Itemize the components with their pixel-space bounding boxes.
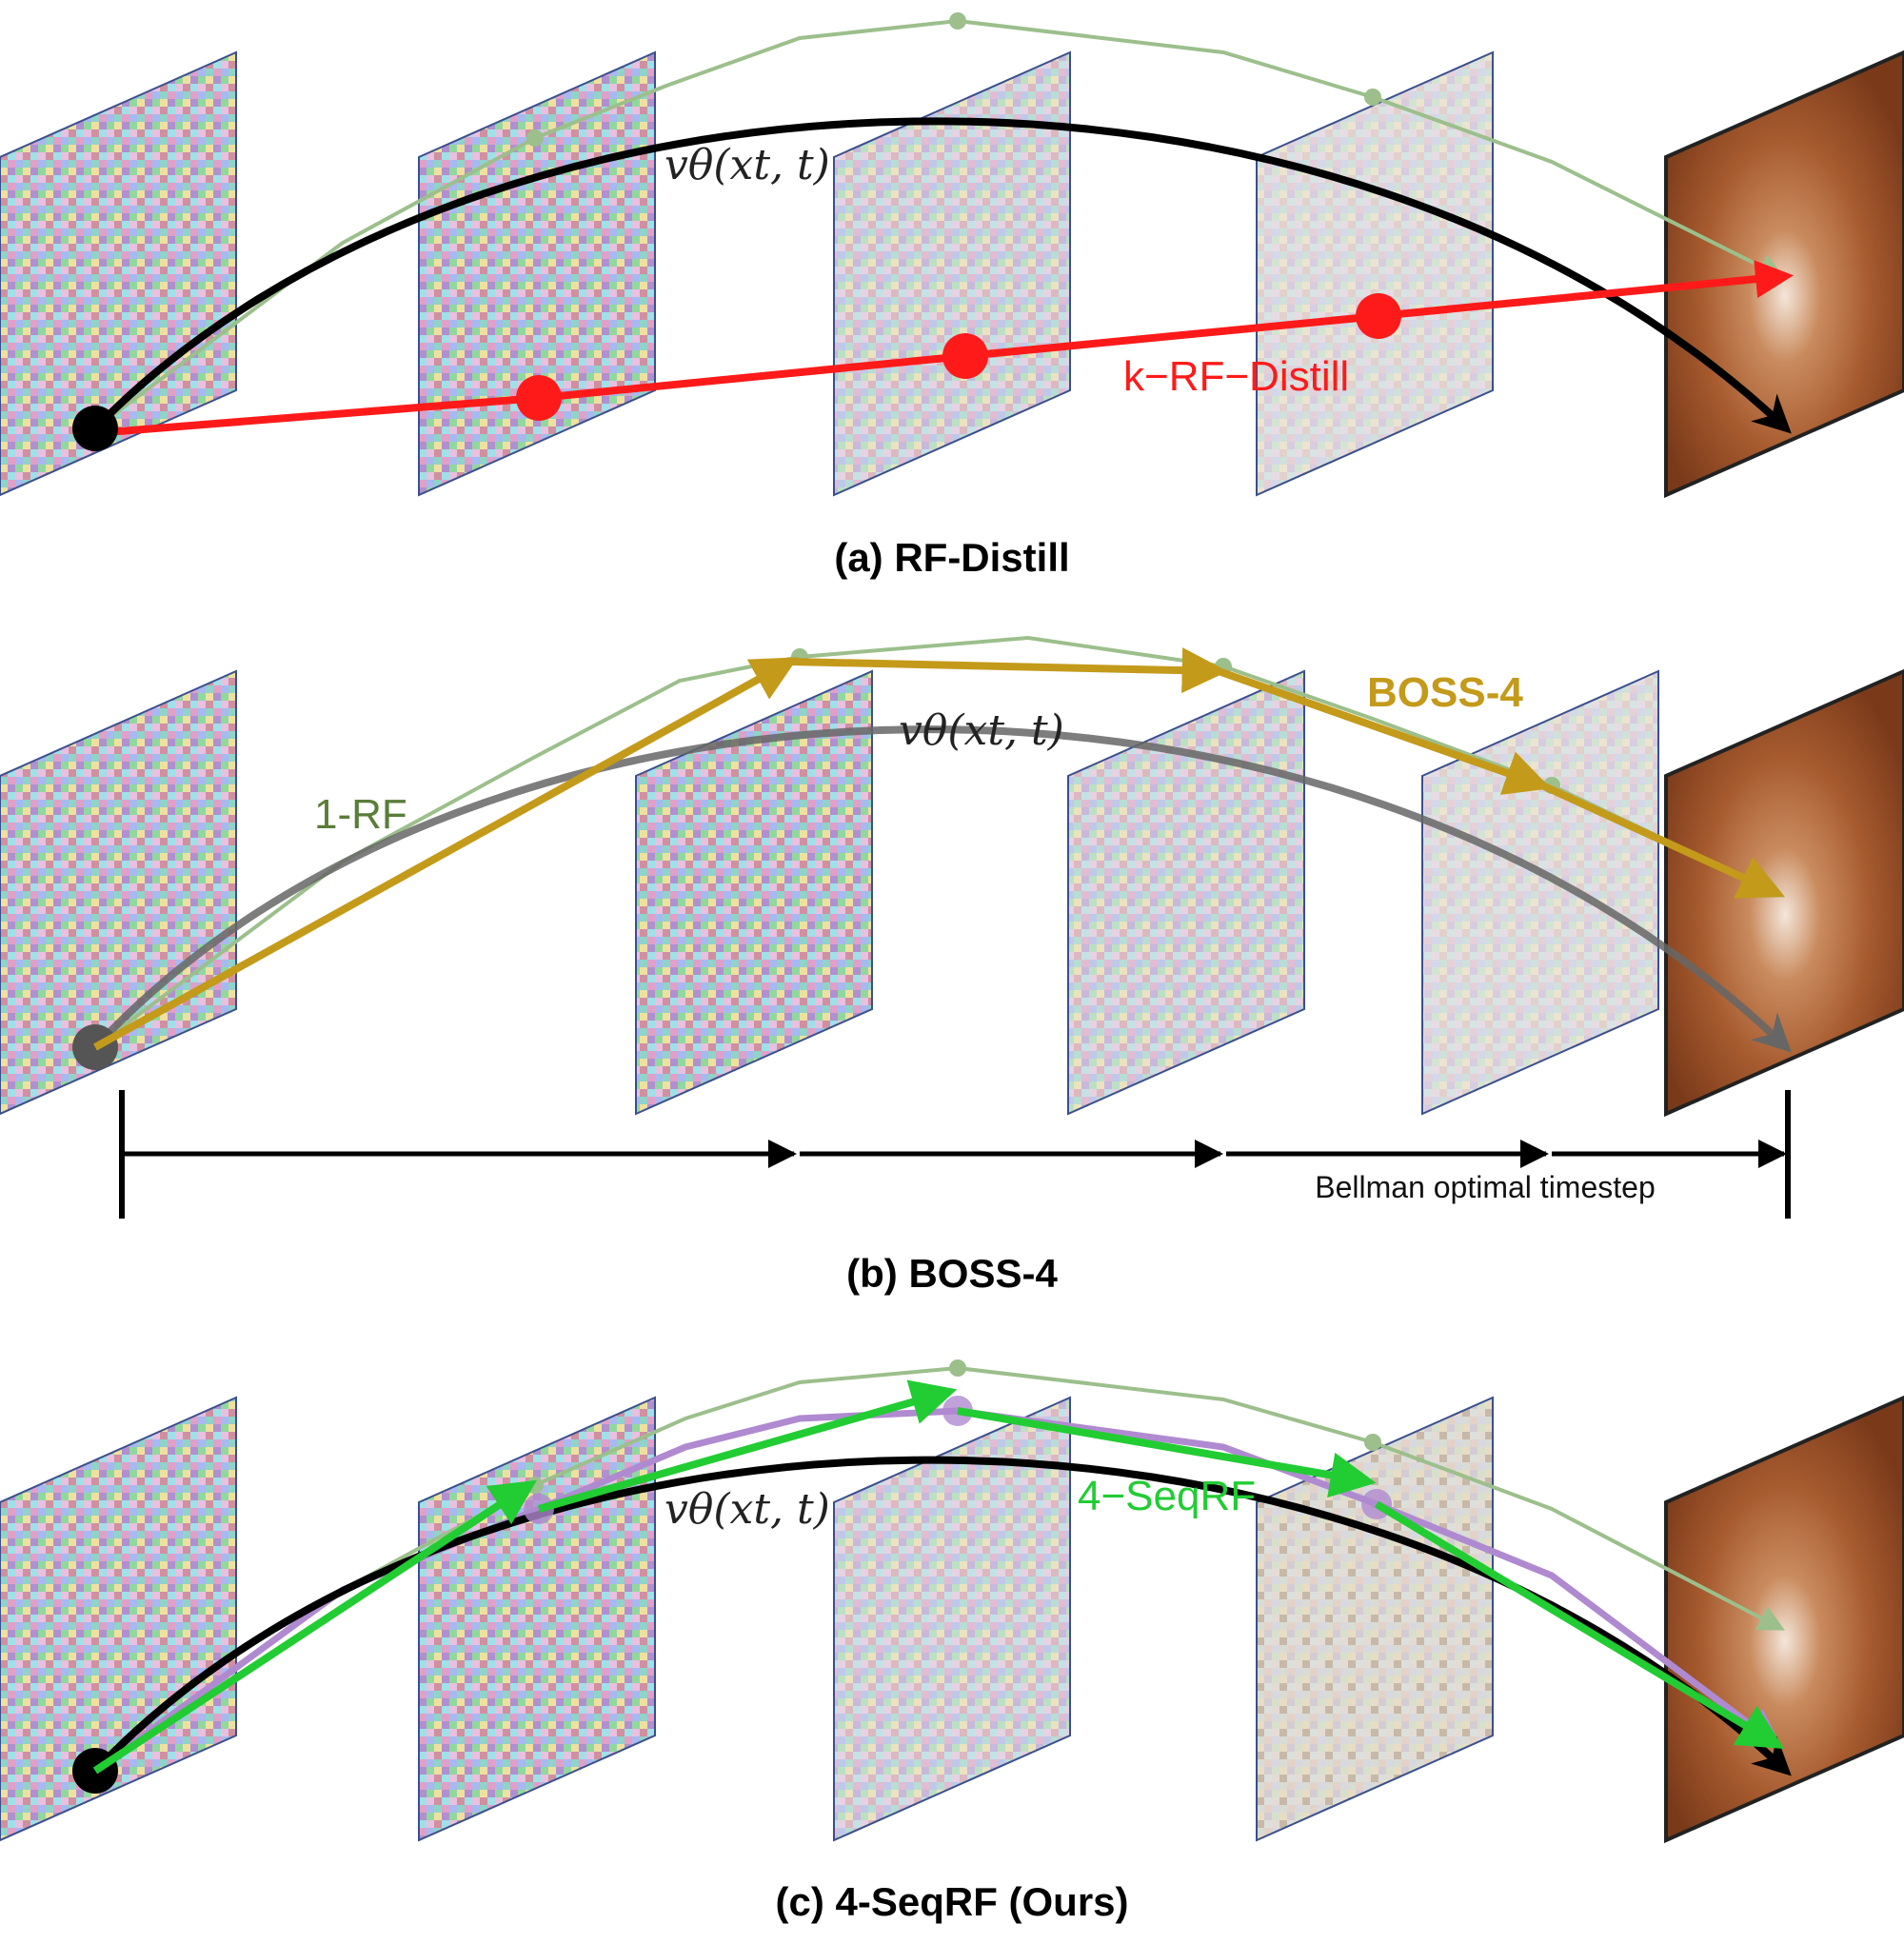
distill-node	[1356, 293, 1401, 339]
distill-node	[942, 333, 988, 379]
seqrf-step-3	[957, 1407, 1377, 1498]
one-rf-path	[93, 18, 1786, 430]
boss-step-3	[1217, 667, 1552, 795]
velocity-label-b: vθ(xt, t)	[899, 706, 1064, 755]
timeline-label: Bellman optimal timestep	[1315, 1170, 1655, 1204]
panel-c: vθ(xt, t) 4−SeqRF (c) 4-SeqRF (Ours)	[0, 1359, 1904, 1924]
one-rf-label: 1-RF	[314, 791, 407, 838]
seqrf-step-1	[92, 1479, 538, 1775]
boss-step-2	[789, 647, 1228, 694]
frame-noise-1	[0, 1396, 237, 1842]
seqrf-step-4	[1374, 1500, 1785, 1749]
velocity-trajectory	[92, 725, 1792, 1053]
boss-step-4	[1540, 782, 1785, 899]
velocity-label-c: vθ(xt, t)	[664, 1485, 830, 1534]
frame-noise-1	[0, 50, 237, 497]
boss-step-1	[93, 657, 799, 1051]
one-rf-node	[1364, 89, 1381, 106]
frame-noise-1	[0, 669, 237, 1116]
panel-b: vθ(xt, t) 1-RF BOSS-4 Bellman optimal ti…	[0, 635, 1904, 1296]
frame-noise-3	[833, 50, 1071, 497]
k-rf-distill-label: k−RF−Distill	[1123, 353, 1349, 400]
frame-image-dog	[1664, 1395, 1904, 1844]
one-rf-path	[93, 1365, 1785, 1773]
one-rf-node	[526, 129, 544, 147]
frame-noise-2	[418, 1396, 656, 1842]
panel-a: vθ(xt, t) k−RF−Distill (a) RF-Distill	[0, 12, 1904, 580]
boss-4-label: BOSS-4	[1367, 669, 1523, 716]
caption-c: (c) 4-SeqRF (Ours)	[775, 1879, 1128, 1924]
distill-node	[516, 375, 562, 421]
velocity-trajectory	[92, 117, 1792, 434]
velocity-label-a: vθ(xt, t)	[664, 141, 830, 189]
start-point	[72, 406, 118, 451]
seqrf-label: 4−SeqRF	[1078, 1473, 1256, 1519]
caption-a: (a) RF-Distill	[834, 535, 1069, 580]
panel-c-frames	[0, 1395, 1904, 1844]
seqrf-step-2	[537, 1379, 958, 1513]
frame-noise-2	[418, 50, 656, 497]
frame-noise-4	[1421, 669, 1659, 1116]
frame-noise-3	[1067, 669, 1305, 1116]
timeline: Bellman optimal timestep	[119, 1090, 1791, 1219]
one-rf-node	[1364, 1434, 1381, 1451]
one-rf-node	[949, 1359, 966, 1377]
frame-noise-3	[833, 1396, 1071, 1842]
frame-noise-2	[635, 669, 873, 1116]
one-rf-path	[93, 635, 1786, 1049]
frame-noise-4	[1256, 1396, 1494, 1842]
caption-b: (b) BOSS-4	[846, 1251, 1058, 1296]
frame-noise-4	[1256, 50, 1494, 497]
one-rf-node	[949, 12, 966, 30]
